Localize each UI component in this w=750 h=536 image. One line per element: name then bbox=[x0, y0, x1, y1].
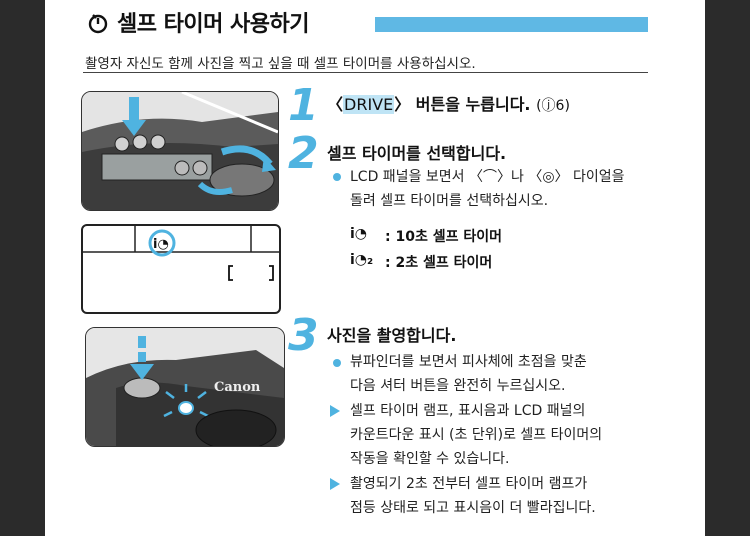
step-2-text-line-1: LCD 패널을 보면서 〈⌒〉나 〈◎〉 다이얼을 bbox=[350, 169, 625, 185]
camera-brand-label: Canon bbox=[214, 380, 261, 395]
bullet bbox=[333, 359, 341, 367]
bullet bbox=[333, 173, 341, 181]
step-3-number: 3 bbox=[288, 310, 319, 361]
step-3-title: 사진을 촬영합니다. bbox=[327, 326, 457, 345]
step-1-number: 1 bbox=[288, 80, 319, 131]
drive-button-label: DRIVE bbox=[343, 95, 395, 114]
page-title: 셀프 타이머 사용하기 bbox=[87, 6, 309, 40]
note-1-line-3: 작동을 확인할 수 있습니다. bbox=[350, 451, 510, 467]
self-timer-icon bbox=[87, 12, 109, 40]
camera-shutter-illustration: Canon bbox=[85, 327, 285, 447]
camera-top-illustration bbox=[81, 91, 279, 211]
lcd-panel-illustration: ⅰ◔ bbox=[81, 224, 281, 314]
step-1-title: 〈DRIVE〉 버튼을 누릅니다. (ⓙ6) bbox=[327, 95, 570, 114]
page-reference: (ⓙ6) bbox=[536, 98, 570, 114]
divider bbox=[83, 72, 648, 73]
manual-page: 셀프 타이머 사용하기 촬영자 자신도 함께 사진을 찍고 싶을 때 셀프 타이… bbox=[45, 0, 705, 536]
note-1-line-1: 셀프 타이머 램프, 표시음과 LCD 패널의 bbox=[350, 403, 586, 419]
option-10s-icon: ⅰ◔ bbox=[350, 226, 368, 242]
note-1-line-2: 카운트다운 표시 (초 단위)로 셀프 타이머의 bbox=[350, 427, 603, 443]
step-3-text-line-2: 다음 셔터 버튼을 완전히 누르십시오. bbox=[350, 378, 566, 394]
step-2-number: 2 bbox=[288, 128, 319, 179]
option-2s-icon: ⅰ◔₂ bbox=[350, 252, 374, 268]
option-10s-label: : 10초 셀프 타이머 bbox=[385, 229, 502, 245]
option-2s-label: : 2초 셀프 타이머 bbox=[385, 255, 493, 271]
note-arrow bbox=[330, 405, 340, 417]
note-2-line-1: 촬영되기 2초 전부터 셀프 타이머 램프가 bbox=[350, 476, 588, 492]
step-2-title: 셀프 타이머를 선택합니다. bbox=[327, 144, 507, 163]
page-subtitle: 촬영자 자신도 함께 사진을 찍고 싶을 때 셀프 타이머를 사용하십시오. bbox=[85, 56, 476, 72]
svg-text:ⅰ◔: ⅰ◔ bbox=[153, 237, 169, 252]
title-accent-bar bbox=[375, 17, 648, 32]
note-arrow bbox=[330, 478, 340, 490]
step-3-text-line-1: 뷰파인더를 보면서 피사체에 초점을 맞춘 bbox=[350, 354, 587, 370]
note-2-line-2: 점등 상태로 되고 표시음이 더 빨라집니다. bbox=[350, 500, 596, 516]
step-2-text-line-2: 돌려 셀프 타이머를 선택하십시오. bbox=[350, 193, 549, 209]
